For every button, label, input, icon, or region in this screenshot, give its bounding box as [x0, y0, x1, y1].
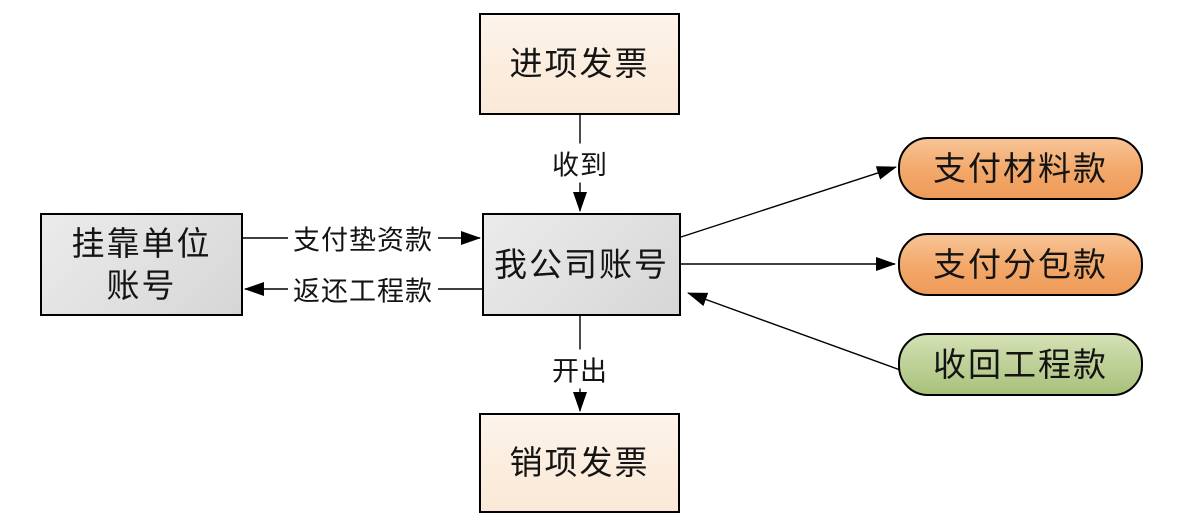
- arrow-recover-project-funds: [687, 292, 904, 372]
- node-input-invoice: 进项发票: [479, 13, 680, 115]
- node-recover-project-funds-label: 收回工程款: [933, 344, 1108, 384]
- node-recover-project-funds: 收回工程款: [898, 333, 1143, 396]
- edge-label-pay-advance-funds: 支付垫资款: [288, 218, 438, 258]
- arrow-pay-materials: [680, 166, 897, 238]
- node-output-invoice-label: 销项发票: [509, 443, 650, 483]
- node-input-invoice-label: 进项发票: [509, 44, 650, 84]
- node-company-account-label: 我公司账号: [494, 244, 669, 284]
- node-pay-materials: 支付材料款: [898, 137, 1143, 200]
- node-affiliate-account: 挂靠单位 账号: [40, 213, 243, 316]
- node-pay-materials-label: 支付材料款: [933, 148, 1108, 188]
- node-output-invoice: 销项发票: [479, 413, 680, 513]
- node-affiliate-account-label-line2: 账号: [106, 265, 177, 305]
- node-pay-subcontract-label: 支付分包款: [933, 244, 1108, 284]
- edge-label-receive: 收到: [547, 143, 613, 183]
- edge-label-issue: 开出: [547, 349, 613, 389]
- node-affiliate-account-label-line1: 挂靠单位: [71, 224, 212, 264]
- node-company-account: 我公司账号: [482, 213, 681, 316]
- node-pay-subcontract: 支付分包款: [898, 233, 1143, 296]
- edge-label-return-project-funds: 返还工程款: [288, 269, 438, 309]
